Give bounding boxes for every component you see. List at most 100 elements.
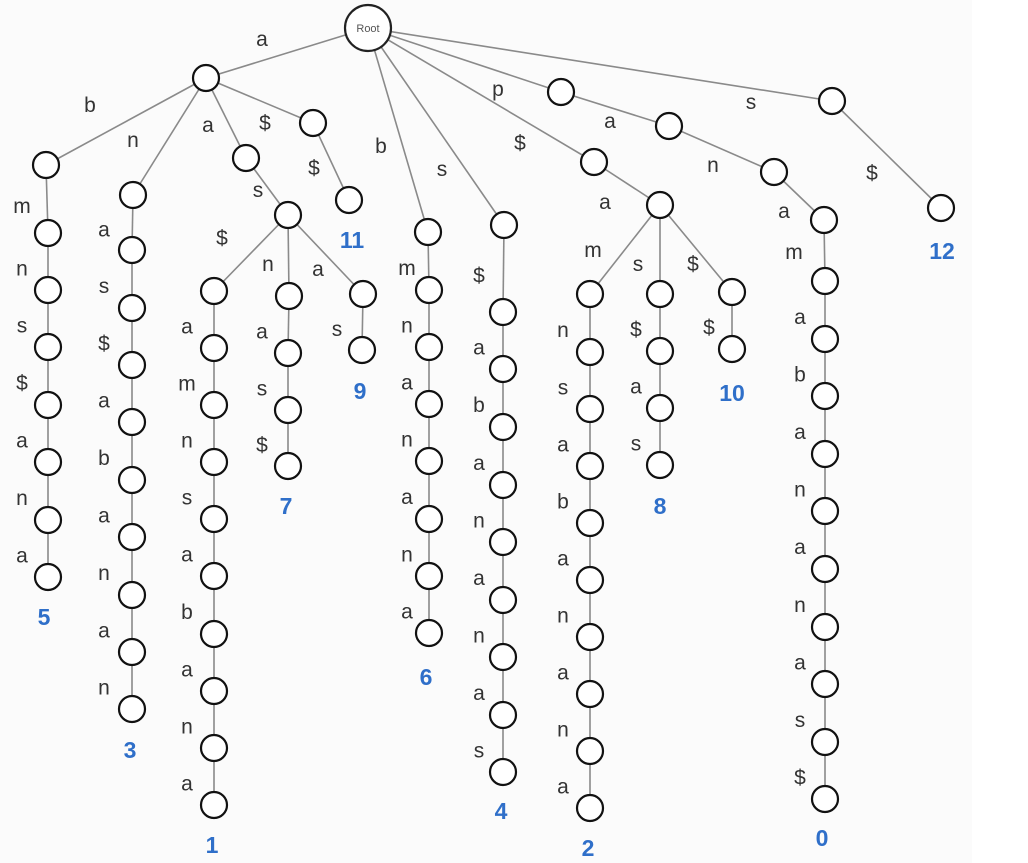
- leaf-index-label: 2: [582, 835, 595, 861]
- tree-node: [810, 669, 840, 699]
- tree-edge: [502, 224, 505, 313]
- tree-node: [488, 470, 518, 500]
- edge-label: a: [473, 567, 485, 590]
- edge-label: b: [84, 94, 96, 117]
- edge-label: a: [98, 620, 110, 643]
- edge-label: n: [401, 544, 413, 567]
- edge-label: p: [492, 78, 504, 101]
- tree-node: [414, 446, 444, 476]
- tree-node: [645, 336, 675, 366]
- edge-label: a: [181, 316, 193, 339]
- tree-node: [117, 350, 147, 380]
- edge-label: a: [557, 776, 569, 799]
- edge-label: a: [181, 773, 193, 796]
- edge-label: n: [794, 594, 806, 617]
- tree-node: [489, 210, 519, 240]
- tree-node: [810, 324, 840, 354]
- leaf-index-label: 8: [654, 493, 667, 519]
- tree-node: [33, 218, 63, 248]
- tree-node: [414, 561, 444, 591]
- tree-node: [118, 180, 148, 210]
- edge-label: n: [262, 253, 274, 276]
- edge-label: n: [473, 510, 485, 533]
- tree-edge: [589, 204, 661, 295]
- tree-edge: [132, 77, 207, 196]
- edge-label: a: [794, 306, 806, 329]
- tree-edge: [367, 27, 562, 93]
- tree-node: [199, 447, 229, 477]
- tree-node: [579, 147, 609, 177]
- tree-node: [117, 580, 147, 610]
- edge-label: n: [181, 716, 193, 739]
- edge-label: a: [401, 372, 413, 395]
- tree-node: [273, 338, 303, 368]
- tree-node: [645, 450, 675, 480]
- tree-node: [117, 407, 147, 437]
- edge-label: a: [794, 421, 806, 444]
- edge-label: s: [17, 315, 28, 338]
- tree-node: [575, 451, 605, 481]
- tree-node: [414, 504, 444, 534]
- edge-label: a: [16, 545, 28, 568]
- edge-label: a: [778, 200, 790, 223]
- leaf-index-label: 11: [340, 227, 365, 253]
- leaf-index-label: 1: [206, 832, 219, 858]
- tree-node: [810, 381, 840, 411]
- root-node: [343, 3, 393, 53]
- tree-node: [33, 562, 63, 592]
- edge-label: s: [631, 433, 642, 456]
- tree-node: [575, 337, 605, 367]
- tree-node: [273, 451, 303, 481]
- edge-label: a: [599, 191, 611, 214]
- edge-label: s: [633, 253, 644, 276]
- tree-node: [191, 63, 221, 93]
- tree-node: [488, 757, 518, 787]
- tree-edge: [287, 214, 364, 295]
- tree-edge: [205, 27, 369, 79]
- tree-edge: [659, 204, 733, 293]
- tree-node: [575, 565, 605, 595]
- edge-label: $: [16, 372, 28, 395]
- tree-node: [809, 205, 839, 235]
- tree-node: [33, 275, 63, 305]
- edge-label: a: [181, 659, 193, 682]
- edge-label: b: [375, 135, 387, 158]
- tree-node: [810, 496, 840, 526]
- right-margin: [972, 0, 1028, 863]
- tree-edge: [45, 77, 207, 166]
- tree-node: [414, 389, 444, 419]
- root-label: Root: [356, 23, 379, 35]
- edge-label: s: [437, 158, 448, 181]
- tree-node: [31, 150, 61, 180]
- tree-node: [645, 190, 675, 220]
- tree-node: [117, 637, 147, 667]
- tree-node: [199, 333, 229, 363]
- edge-label: $: [308, 157, 320, 180]
- edge-label: $: [259, 112, 271, 135]
- leaf-index-label: 10: [719, 380, 745, 406]
- edge-label: s: [257, 378, 268, 401]
- edge-label: b: [473, 394, 485, 417]
- tree-node: [199, 504, 229, 534]
- edge-label: n: [473, 625, 485, 648]
- edge-label: $: [703, 317, 715, 340]
- tree-node: [810, 727, 840, 757]
- tree-edge: [205, 77, 314, 124]
- tree-node: [348, 279, 378, 309]
- tree-node: [488, 527, 518, 557]
- leaf-index-label: 5: [38, 604, 51, 630]
- edge-label: s: [558, 377, 569, 400]
- tree-node: [575, 508, 605, 538]
- edge-label: s: [182, 487, 193, 510]
- tree-edge: [831, 100, 942, 209]
- edge-label: a: [256, 28, 268, 51]
- leaf-index-label: 3: [124, 737, 137, 763]
- leaf-index-label: 7: [280, 493, 293, 519]
- edge-label: n: [557, 319, 569, 342]
- leaf-index-label: 0: [816, 825, 829, 851]
- edge-label: a: [16, 430, 28, 453]
- edge-label: a: [256, 321, 268, 344]
- tree-node: [654, 111, 684, 141]
- tree-node: [810, 554, 840, 584]
